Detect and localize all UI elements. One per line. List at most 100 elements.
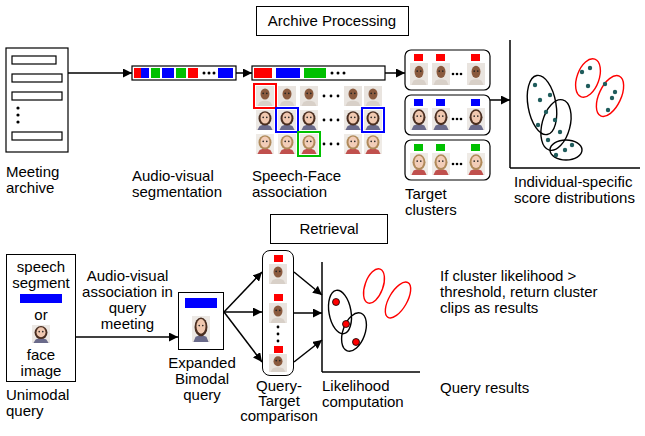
- thumb-ground: [269, 264, 287, 284]
- score-point: [610, 96, 614, 100]
- face-shoulders: [345, 101, 360, 106]
- plot-axis: [322, 371, 420, 373]
- thumb-ground: [300, 86, 318, 106]
- face-head: [369, 112, 378, 123]
- thumb-ground: [467, 153, 485, 175]
- speech-segment: [414, 99, 423, 106]
- face-eye: [438, 115, 440, 117]
- thumb-ground: [364, 86, 382, 106]
- comparison-illustration: [224, 255, 322, 372]
- speech-segment: [218, 68, 233, 78]
- flow-arrow: [224, 311, 262, 313]
- dot: [277, 333, 280, 336]
- face-eye: [473, 160, 475, 162]
- thumb-ground: [364, 110, 382, 130]
- speech-segment: [274, 294, 283, 301]
- node-text: or: [10, 307, 72, 323]
- score-point: [546, 138, 550, 142]
- speech-segment: [151, 68, 160, 78]
- speech-segment: [176, 68, 186, 78]
- face-eye: [262, 141, 264, 143]
- face-shoulders: [301, 101, 316, 106]
- face-eye: [284, 93, 286, 95]
- document-illustration: [6, 48, 68, 152]
- thumb-ground: [269, 354, 287, 372]
- association-grid: Speech-Face association: [252, 64, 385, 162]
- speech-segment: [471, 144, 480, 151]
- face-hair: [413, 154, 426, 170]
- face-eye: [477, 70, 479, 72]
- face-eye: [438, 70, 440, 72]
- score-plot: Individual-specific score distributions: [510, 40, 640, 168]
- speech-segment: [274, 255, 283, 262]
- flow-arrow: [68, 72, 132, 74]
- face-eye: [420, 160, 422, 162]
- face-hair: [281, 135, 294, 149]
- face-thumbnail: [300, 86, 318, 106]
- section-title: Archive Processing: [256, 6, 409, 36]
- speech-segment: [254, 68, 272, 78]
- face-thumbnail: [278, 86, 296, 106]
- distribution-ellipse: [571, 55, 605, 100]
- face-thumbnail: [256, 134, 274, 154]
- thumb-ground: [344, 134, 362, 154]
- face-head: [274, 266, 283, 277]
- association-highlight: [362, 108, 384, 132]
- distribution-ellipse: [359, 266, 388, 306]
- face-thumbnail: [278, 134, 296, 154]
- face-shoulders: [365, 101, 380, 106]
- face-head: [369, 88, 378, 99]
- thumb-ground: [192, 316, 210, 342]
- distribution-ellipse: [523, 73, 561, 137]
- face-head: [415, 66, 424, 78]
- face-hair: [413, 109, 426, 125]
- node-text: Meeting archive: [6, 164, 78, 196]
- dot: [456, 163, 459, 166]
- face-head: [283, 112, 292, 123]
- face-head: [349, 112, 358, 123]
- face-head: [283, 88, 292, 99]
- comparison-arrow: [224, 272, 262, 312]
- dot: [323, 119, 326, 122]
- face-head: [261, 112, 270, 123]
- comparison-box: Query-Target comparison: [262, 250, 294, 376]
- face-eye: [473, 70, 475, 72]
- speech-segment: [274, 346, 283, 353]
- speech-segment: [188, 68, 198, 78]
- face-eye: [310, 93, 312, 95]
- face-hair: [367, 111, 380, 125]
- thumb-ground: [344, 110, 362, 130]
- thumb-ground: [256, 134, 274, 154]
- comparison-arrow: [294, 340, 322, 362]
- distribution-ellipse: [591, 71, 630, 120]
- dot: [16, 106, 19, 109]
- face-head: [369, 136, 378, 147]
- score-point: [586, 84, 590, 88]
- face-thumbnail: [344, 110, 362, 130]
- dot: [16, 113, 19, 116]
- face-thumbnail: [344, 86, 362, 106]
- distribution-ellipse: [325, 288, 354, 335]
- flow-arrow: [236, 72, 252, 74]
- thumb-ground: [256, 110, 274, 130]
- score-point: [613, 90, 617, 94]
- document-entry: [12, 74, 62, 82]
- face-hair: [347, 135, 360, 149]
- face-shoulders: [433, 79, 448, 85]
- face-eye: [354, 93, 356, 95]
- face-eye: [370, 141, 372, 143]
- face-eye: [306, 141, 308, 143]
- document-icon: Meeting archive: [6, 48, 68, 152]
- speech-segment: [436, 54, 445, 61]
- face-thumbnail: [410, 153, 428, 175]
- face-eye: [350, 93, 352, 95]
- thumb-ground: [467, 108, 485, 130]
- face-thumbnail: [300, 110, 318, 130]
- cluster-box: [405, 50, 490, 90]
- flow-arrow: [294, 312, 322, 314]
- dot: [323, 95, 326, 98]
- bimodal-query-box: Expanded Bimodal query: [178, 292, 224, 350]
- face-eye: [279, 271, 281, 273]
